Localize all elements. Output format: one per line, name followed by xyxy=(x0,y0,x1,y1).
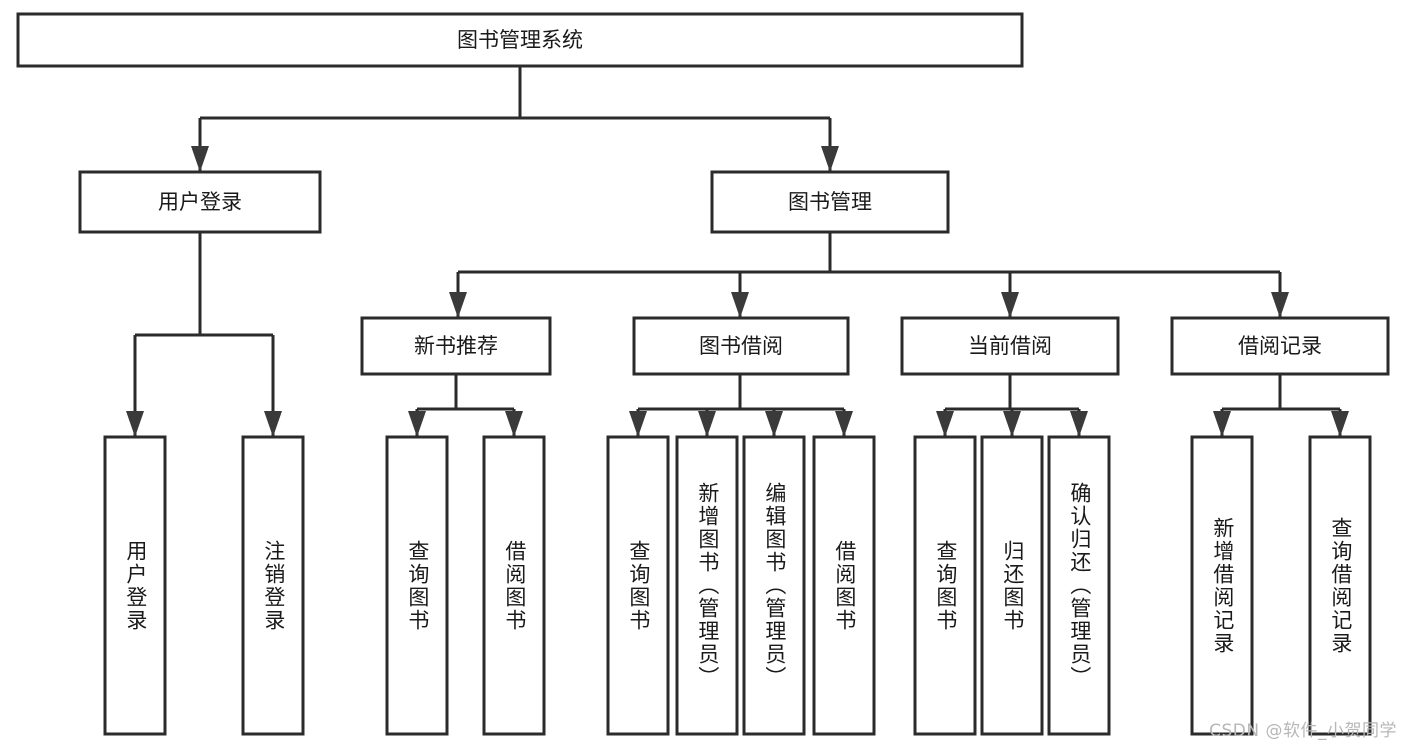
connector-layer xyxy=(126,66,1349,437)
node-new-book-recommend[interactable] xyxy=(360,316,552,376)
label-book-manage: 图书管理 xyxy=(788,190,872,214)
box-leaf-query-book-borrow xyxy=(606,435,670,736)
node-root[interactable] xyxy=(16,12,1024,68)
box-user-login xyxy=(78,170,322,234)
box-leaf-query-book-recommend xyxy=(385,435,449,736)
box-leaf-query-borrow-record xyxy=(1308,435,1372,736)
box-leaf-query-book-current xyxy=(913,435,977,736)
arrow-book-borrow-leaf-0 xyxy=(629,411,647,437)
label-borrow-record: 借阅记录 xyxy=(1238,334,1322,358)
node-leaf-borrow-book[interactable] xyxy=(812,435,876,736)
node-borrow-record[interactable] xyxy=(1170,316,1390,376)
node-leaf-query-borrow-record[interactable] xyxy=(1308,435,1372,736)
arrow-book-manage-child-2 xyxy=(1001,292,1019,318)
arrow-book-borrow-leaf-3 xyxy=(835,411,853,437)
label-user-login: 用户登录 xyxy=(158,190,242,214)
box-leaf-user-login xyxy=(103,435,167,736)
csdn-watermark: CSDN @软件_小贺同学 xyxy=(1209,721,1397,741)
node-leaf-user-login[interactable] xyxy=(103,435,167,736)
arrow-book-manage-child-0 xyxy=(449,292,467,318)
node-leaf-add-book[interactable] xyxy=(675,435,739,736)
label-book-borrow: 图书借阅 xyxy=(699,334,783,358)
arrow-user-login-leaf-1 xyxy=(264,411,282,437)
arrow-book-borrow-leaf-1 xyxy=(698,411,716,437)
arrow-book-manage-child-3 xyxy=(1271,292,1289,318)
box-new-book-recommend xyxy=(360,316,552,376)
box-layer xyxy=(16,12,1390,736)
node-leaf-add-borrow-record[interactable] xyxy=(1190,435,1254,736)
box-leaf-borrow-book xyxy=(812,435,876,736)
node-leaf-return-book[interactable] xyxy=(980,435,1044,736)
box-book-manage xyxy=(710,170,950,234)
node-leaf-confirm-return[interactable] xyxy=(1047,435,1111,736)
arrow-book-borrow-leaf-2 xyxy=(765,411,783,437)
box-root xyxy=(16,12,1024,68)
node-leaf-query-book-borrow[interactable] xyxy=(606,435,670,736)
box-leaf-confirm-return xyxy=(1047,435,1111,736)
arrow-new-book-recommend-leaf-1 xyxy=(505,411,523,437)
arrow-root-child-0 xyxy=(191,146,209,172)
node-leaf-borrow-book-recommend[interactable] xyxy=(482,435,546,736)
node-current-borrow[interactable] xyxy=(900,316,1120,376)
arrow-current-borrow-leaf-0 xyxy=(936,411,954,437)
box-current-borrow xyxy=(900,316,1120,376)
box-leaf-user-logout xyxy=(241,435,305,736)
box-leaf-borrow-book-recommend xyxy=(482,435,546,736)
arrow-borrow-record-leaf-0 xyxy=(1213,411,1231,437)
node-book-manage[interactable] xyxy=(710,170,950,234)
box-borrow-record xyxy=(1170,316,1390,376)
node-book-borrow[interactable] xyxy=(632,316,850,376)
label-root: 图书管理系统 xyxy=(457,28,583,52)
node-user-login[interactable] xyxy=(78,170,322,234)
node-leaf-query-book-current[interactable] xyxy=(913,435,977,736)
label-new-book-recommend: 新书推荐 xyxy=(414,334,498,358)
arrow-root-child-1 xyxy=(821,146,839,172)
box-leaf-add-borrow-record xyxy=(1190,435,1254,736)
box-leaf-edit-book xyxy=(742,435,806,736)
box-leaf-add-book xyxy=(675,435,739,736)
arrow-book-manage-child-1 xyxy=(731,292,749,318)
box-book-borrow xyxy=(632,316,850,376)
node-leaf-user-logout[interactable] xyxy=(241,435,305,736)
box-leaf-return-book xyxy=(980,435,1044,736)
arrow-current-borrow-leaf-1 xyxy=(1003,411,1021,437)
arrow-borrow-record-leaf-1 xyxy=(1331,411,1349,437)
label-current-borrow: 当前借阅 xyxy=(968,334,1052,358)
arrow-current-borrow-leaf-2 xyxy=(1070,411,1088,437)
node-leaf-edit-book[interactable] xyxy=(742,435,806,736)
node-leaf-query-book-recommend[interactable] xyxy=(385,435,449,736)
arrow-new-book-recommend-leaf-0 xyxy=(408,411,426,437)
arrow-user-login-leaf-0 xyxy=(126,411,144,437)
